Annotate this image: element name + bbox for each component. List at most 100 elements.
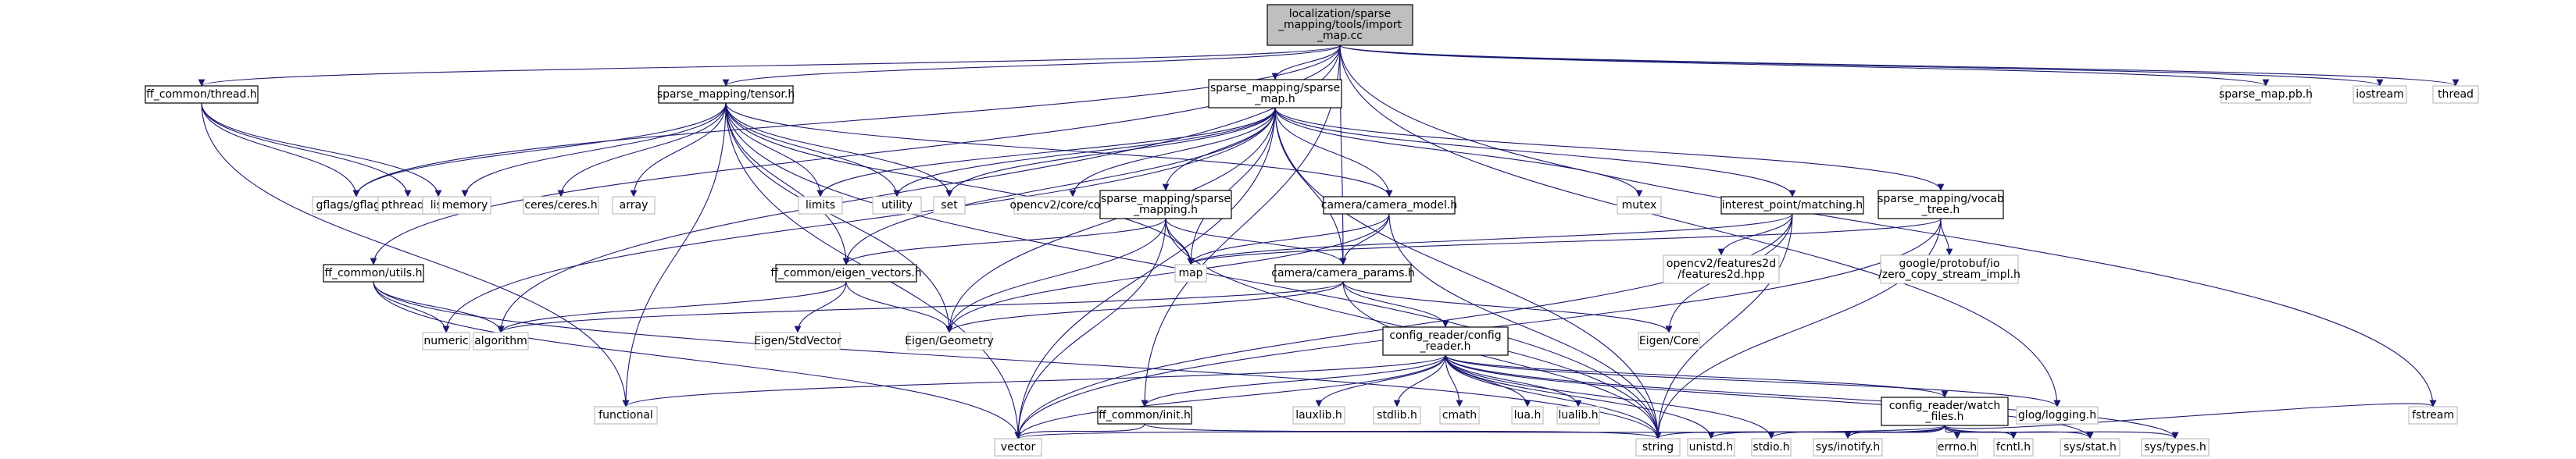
node-label: glog/logging.h <box>2018 409 2096 422</box>
node-label: sparse_map.pb.h <box>2219 88 2313 101</box>
edge-camera_params-to-config_reader <box>1342 281 1449 328</box>
node-label: _map.h <box>1254 93 1295 105</box>
edge-sparse_map-to-opencv_core <box>1069 107 1276 197</box>
node-root[interactable]: localization/sparse_mapping/tools/import… <box>1267 4 1413 46</box>
edge-tensor-to-limits <box>725 102 824 197</box>
edge-config_reader-to-string <box>1445 354 1662 439</box>
node-box <box>1274 264 1412 283</box>
node-eigen-vectors[interactable]: ff_common/eigen_vectors.h <box>770 264 922 283</box>
edge-ff_utils-to-algorithm <box>373 281 505 333</box>
edge-sparse_map-to-sm_mapping <box>1162 107 1276 191</box>
node-vocab-tree[interactable]: sparse_mapping/vocab_tree.h <box>1878 190 2004 219</box>
node-box <box>798 196 843 215</box>
node-label: vector <box>1001 441 1036 454</box>
node-box <box>323 264 424 283</box>
node-matching[interactable]: interest_point/matching.h <box>1720 196 1864 215</box>
edge-sparse_map-to-camera_params <box>1274 107 1347 265</box>
edge-root-to-tensor <box>722 44 1341 87</box>
node-label: lauxlib.h <box>1295 409 1342 422</box>
node-label: sparse_mapping/tensor.h <box>657 88 795 101</box>
edge-camera_params-to-eigen_core <box>1342 281 1673 333</box>
node-watch-files[interactable]: config_reader/watch_files.h <box>1881 397 2009 426</box>
node-label: iostream <box>2356 88 2404 101</box>
edge-watch_files-to-inotify <box>1844 425 1945 439</box>
edge-root-to-glog <box>1339 44 2061 407</box>
edge-root-to-sparse_map_pb <box>1339 44 2270 87</box>
edge-sm_mapping-to-eigen_geometry <box>945 218 1167 333</box>
edge-sparse_map-to-matching <box>1274 107 1796 197</box>
node-box <box>755 332 841 350</box>
node-ff-utils[interactable]: ff_common/utils.h <box>323 264 424 283</box>
edge-eigen_vectors-to-eigen_geometry <box>845 281 953 333</box>
node-sm-mapping[interactable]: sparse_mapping/sparse_mapping.h <box>1099 190 1232 219</box>
node-box <box>612 196 656 215</box>
node-label: memory <box>442 199 488 212</box>
edge-ff_thread-to-gflags <box>201 102 360 197</box>
edge-tensor-to-memory <box>461 102 727 197</box>
node-label: _files.h <box>1925 411 1964 423</box>
node-label: ceres/ceres.h <box>524 199 597 212</box>
node-box <box>1373 406 1421 425</box>
node-label: pthread.h <box>381 199 434 212</box>
node-label: camera/camera_model.h <box>1321 199 1457 212</box>
edge-sparse_map-to-camera_model <box>1274 107 1393 197</box>
node-label: functional <box>598 409 653 422</box>
node-label: ff_common/init.h <box>1099 409 1191 422</box>
node-box <box>994 438 1042 457</box>
node-box <box>1878 190 2004 219</box>
edge-watch_files-to-errno <box>1944 425 1961 439</box>
edge-camera_model-to-string <box>1388 213 1662 439</box>
node-unistd: unistd.h <box>1687 438 1735 457</box>
node-label: sys/stat.h <box>2063 441 2117 454</box>
node-iostream: iostream <box>2353 85 2407 104</box>
node-ff-init[interactable]: ff_common/init.h <box>1097 406 1192 425</box>
node-label: _map.cc <box>1317 30 1363 42</box>
node-config-reader[interactable]: config_reader/config_reader.h <box>1382 326 1509 356</box>
edge-config_reader-to-ff_init <box>1141 354 1446 407</box>
edge-sparse_map-to-vocab_tree <box>1274 107 1945 191</box>
edge-ff_init-to-vector <box>1014 423 1145 439</box>
edge-eigen_vectors-to-eigen_stdvector <box>794 281 847 333</box>
node-box <box>438 196 491 215</box>
node-label: config_reader/config <box>1389 329 1501 342</box>
edge-camera_params-to-string <box>1342 281 1662 439</box>
node-label: stdlib.h <box>1377 409 1417 422</box>
node-box <box>1687 438 1735 457</box>
node-label: mutex <box>1622 199 1657 212</box>
node-label: Eigen/Geometry <box>905 335 994 347</box>
node-label: thread <box>2438 88 2474 101</box>
node-camera-model[interactable]: camera/camera_model.h <box>1321 196 1457 215</box>
edge-ff_utils-to-vector <box>373 281 1022 439</box>
node-box <box>1638 332 1700 350</box>
node-box <box>872 196 922 215</box>
node-memory: memory <box>438 196 491 215</box>
edge-watch_files-to-fstream <box>1944 400 2437 429</box>
node-utility: utility <box>872 196 922 215</box>
edge-camera_params-to-algorithm <box>497 281 1344 333</box>
node-sparse-map-pb: sparse_map.pb.h <box>2219 85 2313 104</box>
node-tensor[interactable]: sparse_mapping/tensor.h <box>657 85 795 104</box>
node-label: Eigen/StdVector <box>754 335 841 347</box>
edge-root-to-iostream <box>1339 44 2383 87</box>
node-camera-params[interactable]: camera/camera_params.h <box>1271 264 1415 283</box>
edge-vocab_tree-to-map <box>1187 218 1942 265</box>
node-set: set <box>933 196 966 215</box>
node-box <box>2353 85 2407 104</box>
node-box <box>933 196 966 215</box>
edge-matching-to-map <box>1187 213 1793 265</box>
edge-root-to-fstream <box>1339 44 2437 407</box>
node-label: sys/inotify.h <box>1816 441 1881 454</box>
node-label: localization/sparse <box>1289 8 1391 20</box>
dependency-edges <box>198 44 2459 439</box>
node-ff-thread[interactable]: ff_common/thread.h <box>145 85 259 104</box>
edge-ff_thread-to-pthread <box>201 102 412 197</box>
edge-ff_thread-to-functional <box>201 102 630 407</box>
node-label: errno.h <box>1938 441 1977 454</box>
node-label: ff_common/thread.h <box>146 88 257 101</box>
node-algorithm: algorithm <box>473 332 529 350</box>
node-sparse-map[interactable]: sparse_mapping/sparse_map.h <box>1208 79 1342 109</box>
edge-root-to-sparse_map <box>1271 44 1341 80</box>
edge-ff_thread-to-list <box>201 102 442 197</box>
edge-tensor-to-gflags <box>352 102 727 197</box>
node-box <box>1208 79 1342 109</box>
